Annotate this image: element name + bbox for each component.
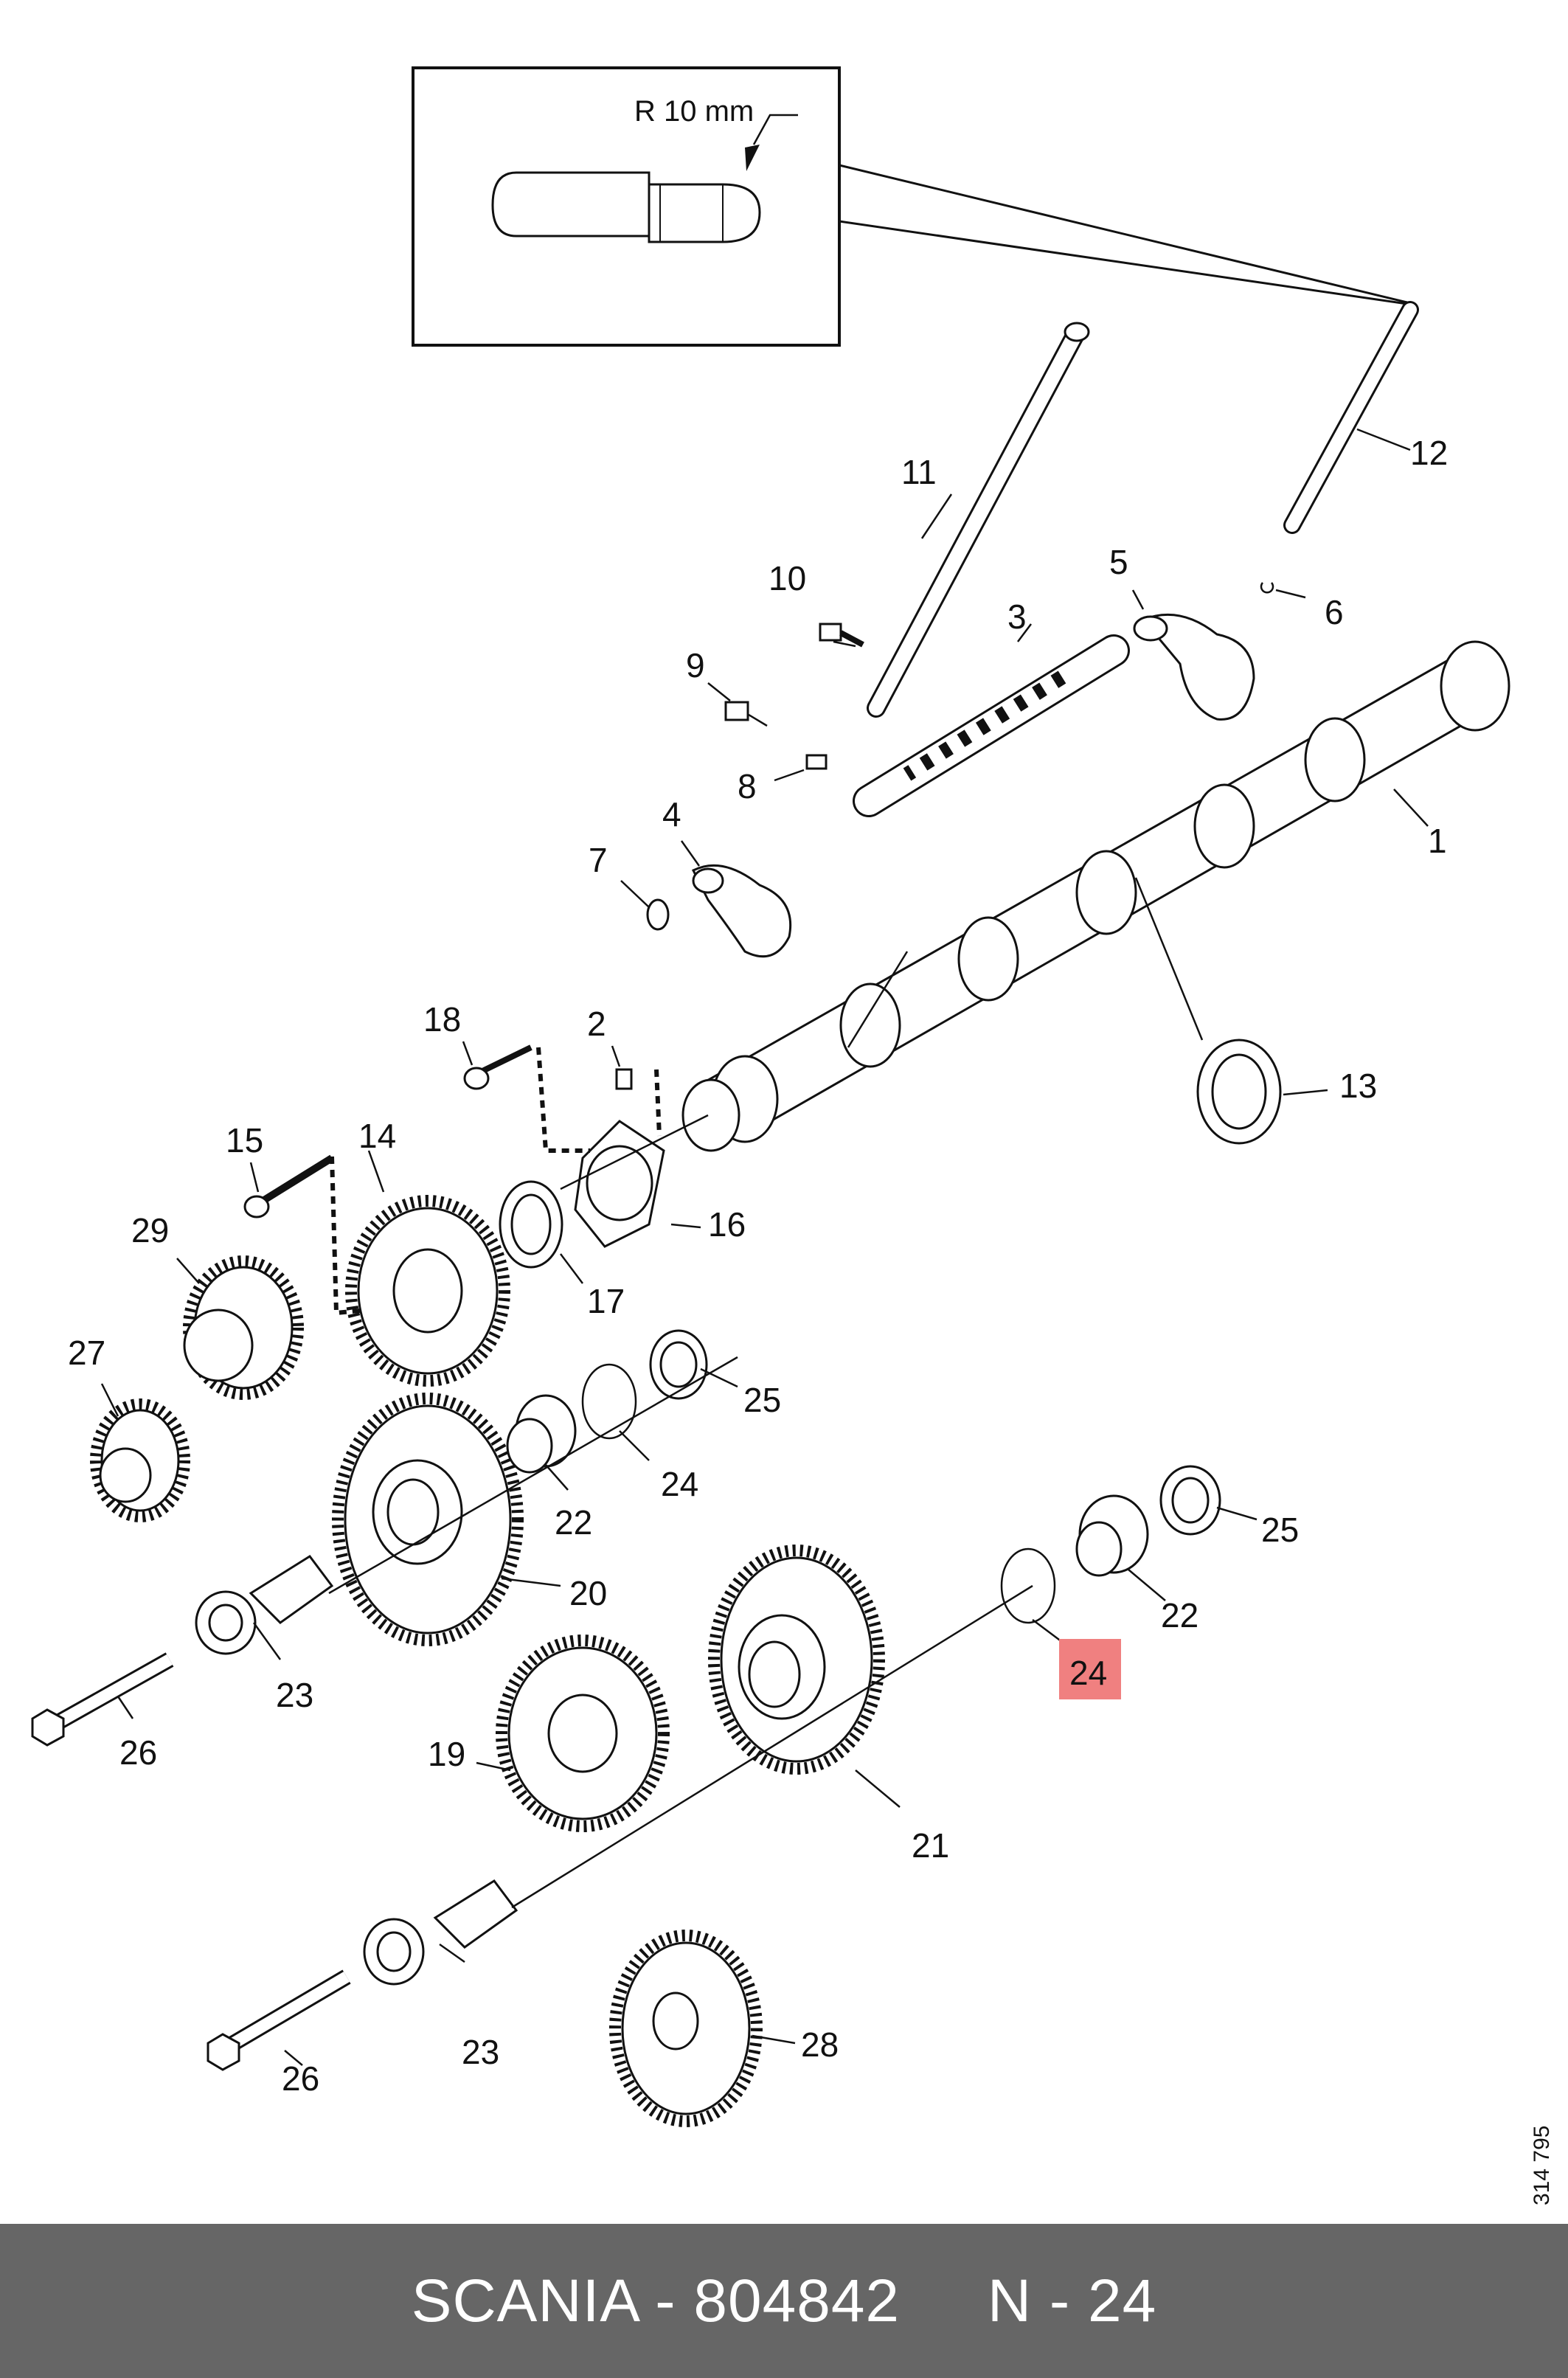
- callout-2: 2: [587, 1005, 606, 1043]
- callout-4: 4: [662, 795, 681, 833]
- thrust-flange-16: [574, 1120, 665, 1248]
- callout-24-upper: 24: [661, 1465, 698, 1503]
- bearing-22-upper: [506, 1394, 577, 1474]
- dashed-leaders: [330, 1047, 662, 1316]
- detail-inset: R 10 mm: [412, 66, 1408, 347]
- bearing-22-lower: [1075, 1494, 1149, 1577]
- callout-26-upper: 26: [119, 1733, 157, 1772]
- bolt-26-upper: [31, 1652, 174, 1747]
- gear-21: [708, 1545, 885, 1775]
- callout-27: 27: [68, 1334, 105, 1372]
- footer-text: SCANIA - 804842 N - 24: [411, 2267, 1157, 2334]
- callout-21: 21: [912, 1826, 949, 1865]
- callout-25-lower: 25: [1261, 1511, 1299, 1549]
- callout-7: 7: [589, 841, 608, 879]
- callout-11: 11: [901, 453, 937, 491]
- leader-lines: [100, 428, 1429, 2066]
- camshaft-gear-14: [345, 1195, 510, 1387]
- callout-6: 6: [1325, 593, 1344, 631]
- camshaft-1: [681, 640, 1510, 1152]
- bushing-13: [1196, 1039, 1282, 1145]
- rocker-shaft-3: [853, 634, 1130, 817]
- footer-bar: SCANIA - 804842 N - 24: [0, 2224, 1568, 2378]
- exploded-parts-diagram: R 10 mm: [31, 66, 1554, 2205]
- hub-23-lower: [363, 1879, 518, 1986]
- hub-23-upper: [195, 1554, 334, 1655]
- callout-23-upper: 23: [276, 1676, 313, 1714]
- radius-label: R 10 mm: [634, 95, 754, 128]
- gear-28: [609, 1930, 763, 2127]
- bolt-18: [463, 1044, 533, 1090]
- gear-19: [496, 1635, 670, 1832]
- callout-25-upper: 25: [743, 1381, 781, 1419]
- callout-24-highlight: [1059, 1639, 1121, 1699]
- rocker-arm-4: [691, 864, 792, 958]
- rocker-arm-5: [1133, 613, 1255, 721]
- push-rod-12: [1283, 301, 1419, 534]
- push-rod-11: [867, 322, 1090, 718]
- gear-29: [183, 1255, 304, 1400]
- callout-18: 18: [423, 1000, 461, 1039]
- bolt-15: [243, 1154, 334, 1219]
- callout-28: 28: [801, 2025, 839, 2064]
- pin-2: [615, 1068, 633, 1090]
- callout-3: 3: [1007, 597, 1027, 636]
- callout-29: 29: [131, 1211, 169, 1249]
- washer-25-upper: [649, 1329, 708, 1400]
- callout-15: 15: [226, 1121, 263, 1159]
- callout-1: 1: [1428, 822, 1447, 860]
- callout-8: 8: [738, 767, 757, 805]
- callout-22-lower: 22: [1161, 1596, 1198, 1635]
- callout-19: 19: [428, 1735, 465, 1773]
- callout-10: 10: [769, 559, 806, 597]
- retaining-ring-24-upper: [581, 1363, 637, 1440]
- callout-9: 9: [686, 646, 705, 684]
- callout-14: 14: [358, 1117, 396, 1155]
- callout-23-lower: 23: [462, 2033, 499, 2071]
- gear-27: [90, 1398, 190, 1522]
- washer-25-lower: [1159, 1465, 1221, 1536]
- callout-24-lower: 24: [1069, 1654, 1107, 1692]
- retaining-ring-24-lower: [1000, 1547, 1056, 1624]
- washer-17: [499, 1180, 563, 1269]
- drawing-reference: 314 795: [1530, 2126, 1554, 2205]
- callout-26-lower: 26: [282, 2059, 319, 2098]
- callout-17: 17: [587, 1282, 625, 1320]
- callout-20: 20: [569, 1574, 607, 1612]
- callout-13: 13: [1339, 1067, 1377, 1105]
- callout-5: 5: [1109, 543, 1128, 581]
- callout-labels: 1 2 3 4 5 6 7 8 9 10 11 12 13 14 15 16 1…: [68, 434, 1448, 2098]
- callout-12: 12: [1410, 434, 1448, 472]
- idler-gear-20: [332, 1393, 524, 1646]
- callout-16: 16: [708, 1205, 746, 1244]
- callout-22-upper: 22: [555, 1503, 592, 1542]
- small-parts-6-7-8-9-10: [646, 582, 1274, 931]
- bolt-26-lower: [207, 1969, 351, 2071]
